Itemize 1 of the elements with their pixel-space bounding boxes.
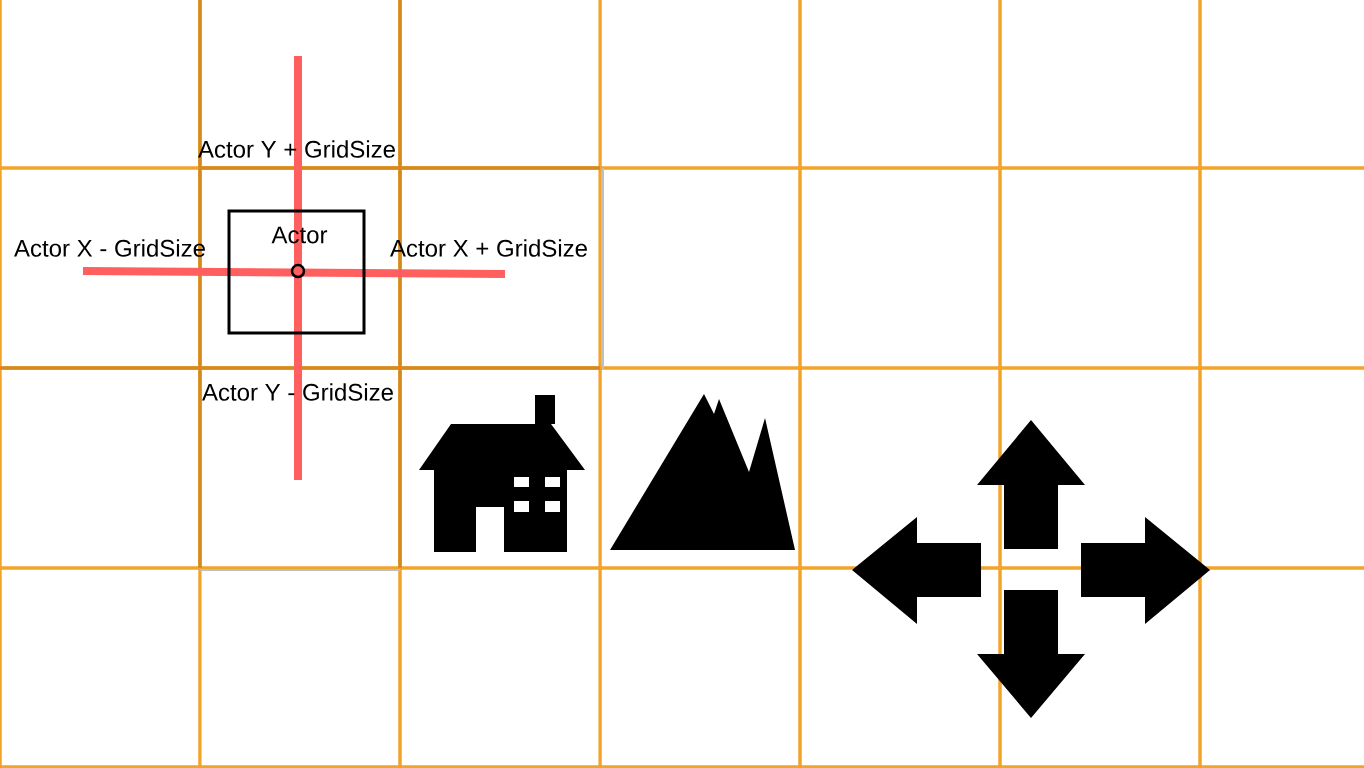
axis-label: Actor Y - GridSize — [202, 383, 393, 401]
